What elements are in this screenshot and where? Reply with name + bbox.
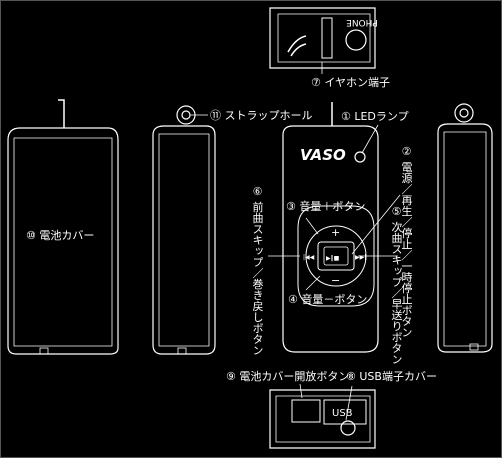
- leader-lines: [190, 62, 401, 421]
- minus-symbol: −: [331, 274, 340, 287]
- led-lamp-label: ① LEDランプ: [341, 110, 409, 123]
- battery-cover-open-label: ⑨ 電池カバー開放ボタン: [226, 370, 350, 383]
- prev-button-label: ⑥ 前曲スキップ／巻き戻しボタン: [251, 185, 264, 356]
- prev-icon: |◀◀: [303, 254, 315, 261]
- earphone-jack: [345, 29, 367, 51]
- top-view: [269, 7, 376, 69]
- power-button-label: ② 電源／再生／停止／一時停止ボタン: [400, 145, 413, 338]
- led-lamp: [354, 151, 366, 163]
- plus-symbol: +: [331, 226, 340, 239]
- phone-text: PHONE: [346, 17, 378, 27]
- play-pause-stop-icon: ▶‖■: [326, 255, 340, 262]
- left-view: [7, 99, 119, 355]
- earphone-jack-label: ⑦ イヤホン端子: [311, 76, 391, 89]
- strap-view: [152, 105, 216, 355]
- volume-up-label: ③ 音量＋ボタン: [286, 200, 366, 213]
- usb-cover-label: ⑧ USB端子カバー: [346, 370, 437, 383]
- next-icon: ▶▶|: [355, 254, 366, 261]
- strap-hole-label: ⑪ ストラップホール: [210, 109, 313, 122]
- usb-text: USB: [332, 408, 353, 419]
- battery-cover-label: ⑩ 電池カバー: [26, 229, 95, 242]
- right-view: [437, 103, 493, 353]
- top-slot: [321, 17, 333, 59]
- bottom-view: [269, 389, 376, 449]
- volume-down-label: ④ 音量－ボタン: [288, 293, 368, 306]
- brand-logo: VASO: [300, 146, 346, 164]
- next-button-label: ⑤ 次曲スキップ／早送りボタン: [390, 205, 403, 365]
